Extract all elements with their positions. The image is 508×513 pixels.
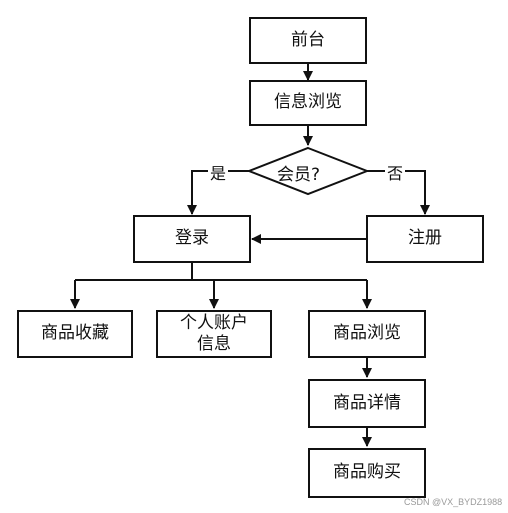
node-favorites: 商品收藏 (17, 310, 133, 358)
node-browse-info-label: 信息浏览 (274, 92, 342, 113)
edge-label-yes: 是 (208, 160, 229, 184)
node-product-detail-label: 商品详情 (333, 392, 401, 413)
node-product-buy: 商品购买 (308, 448, 426, 498)
node-account-info-label: 个人账户 信息 (180, 312, 248, 354)
node-product-detail: 商品详情 (308, 379, 426, 428)
node-browse-info: 信息浏览 (249, 80, 367, 126)
node-register-label: 注册 (408, 228, 442, 249)
node-member-decision-label: 会员? (277, 165, 321, 185)
edge-yes-to-login (187, 170, 249, 215)
node-account-info: 个人账户 信息 (156, 310, 272, 358)
node-favorites-label: 商品收藏 (41, 323, 109, 344)
node-product-buy-label: 商品购买 (333, 462, 401, 483)
node-product-browse: 商品浏览 (308, 310, 426, 358)
node-frontend: 前台 (249, 17, 367, 64)
watermark: CSDN @VX_BYDZ1988 (404, 497, 503, 507)
edge-label-no: 否 (385, 160, 406, 184)
node-register: 注册 (366, 215, 484, 263)
node-frontend-label: 前台 (291, 29, 325, 50)
member-decision-diamond (246, 146, 370, 196)
node-login: 登录 (133, 215, 251, 263)
node-product-browse-label: 商品浏览 (333, 323, 401, 344)
node-login-label: 登录 (175, 228, 209, 249)
